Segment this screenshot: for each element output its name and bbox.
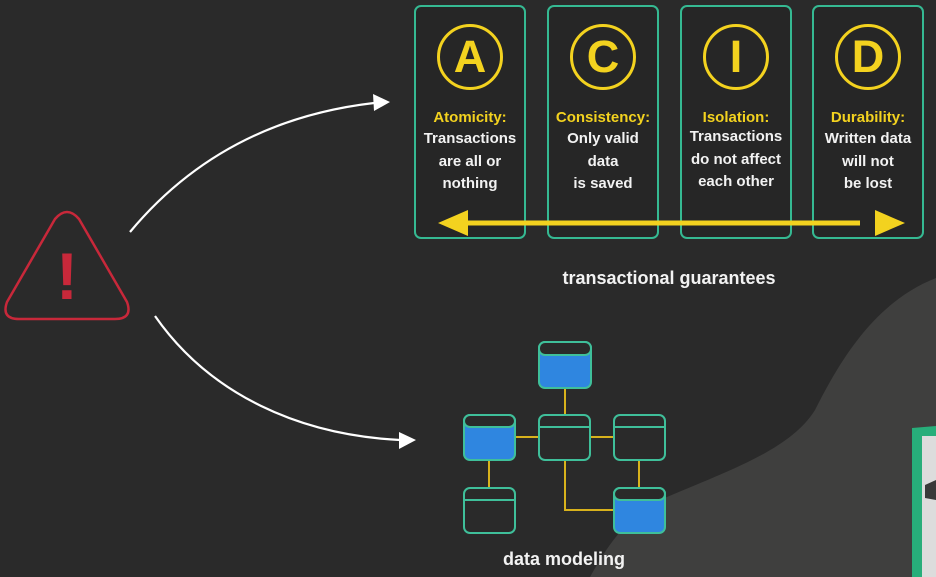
data-modeling-caption: data modeling: [502, 549, 625, 569]
term-label: Atomicity:: [433, 109, 507, 126]
double-arrow-icon: [438, 210, 905, 236]
acid-card-isolation: I Isolation: Transactions do not affect …: [680, 5, 792, 239]
term-description: Transactions are all or nothing: [423, 130, 517, 192]
database-table-icon: [538, 414, 591, 461]
database-table-icon: [463, 487, 516, 534]
curved-arrow-icon: [129, 94, 390, 233]
transactional-guarantees-caption: transactional guarantees: [562, 268, 776, 288]
term-description: Written data will not be lost: [824, 130, 912, 192]
database-table-icon: [463, 414, 516, 461]
term-label: Isolation:: [702, 109, 770, 126]
letter-c-icon: C: [570, 24, 636, 90]
database-table-icon: [613, 414, 666, 461]
letter-a-icon: A: [437, 24, 503, 90]
connector-lines: [488, 388, 640, 511]
term-description: Only valid data is saved: [567, 130, 639, 192]
acid-card-atomicity: A Atomicity: Transactions are all or not…: [414, 5, 526, 239]
warning-triangle-icon: !: [4, 210, 130, 321]
warning-exclamation: !: [56, 239, 78, 313]
term-label: Consistency:: [555, 109, 651, 126]
acid-card-durability: D Durability: Written data will not be l…: [812, 5, 924, 239]
letter-d-icon: D: [835, 24, 901, 90]
term-description: Transactions do not affect each other: [689, 128, 783, 190]
letter-i-icon: I: [703, 24, 769, 90]
curved-arrow-icon: [154, 315, 416, 449]
acid-card-consistency: C Consistency: Only valid data is saved: [547, 5, 659, 239]
database-table-icon: [613, 487, 666, 534]
term-label: Durability:: [830, 109, 906, 126]
database-table-icon: [538, 341, 592, 389]
